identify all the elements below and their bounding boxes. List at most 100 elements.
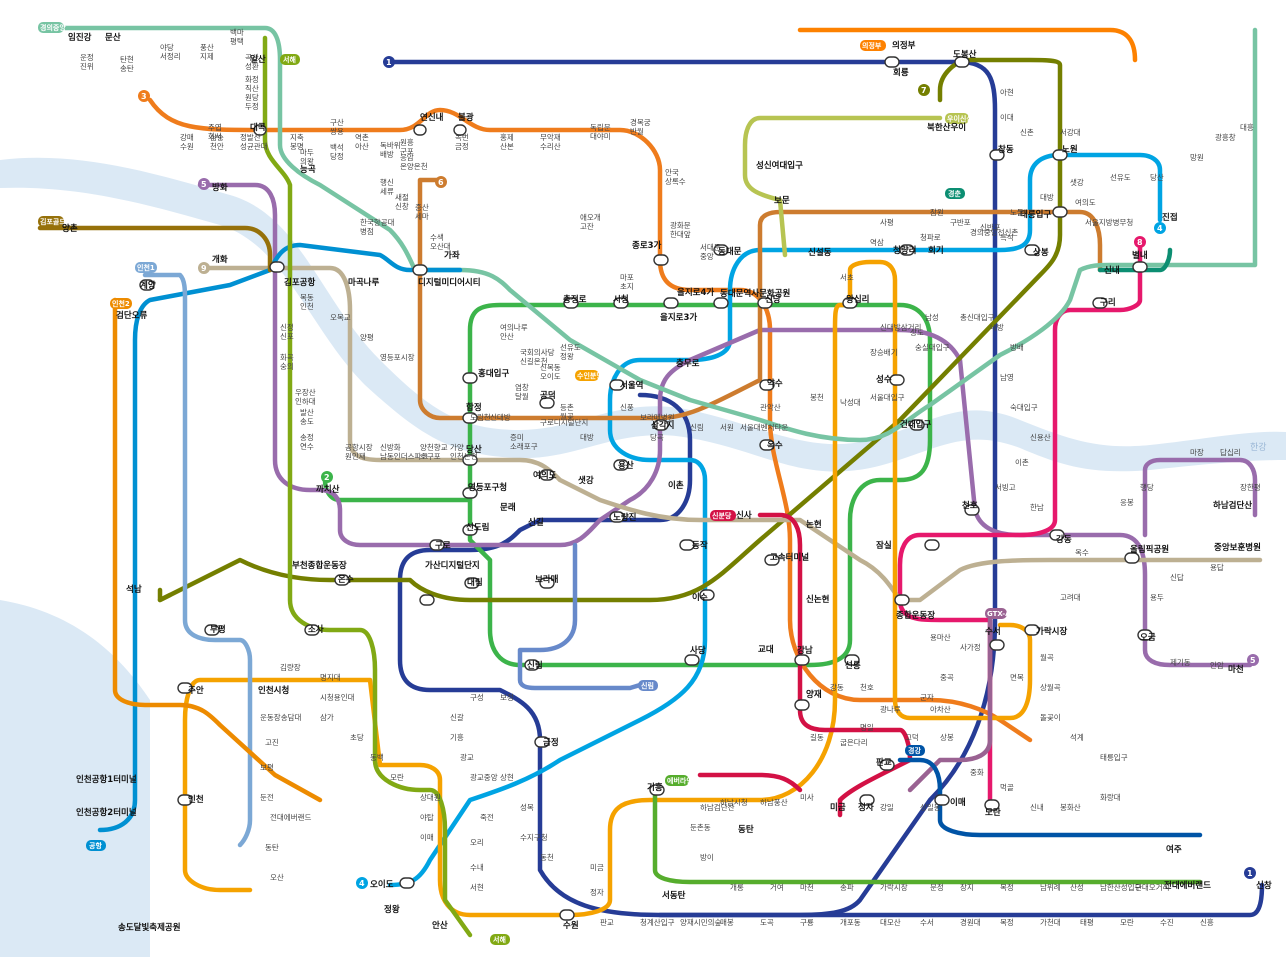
minor-station-label[interactable]: 화곡 — [280, 353, 294, 362]
label-migeum[interactable]: 미금 — [830, 802, 846, 813]
label-moran[interactable]: 모란 — [985, 807, 1001, 818]
minor-station-label[interactable]: 서강대 — [1060, 127, 1081, 137]
label-kkachisan[interactable]: 까치산 — [316, 484, 340, 495]
label-incheon-city-hall[interactable]: 인천시청 — [258, 685, 289, 696]
minor-station-label[interactable]: 초당 — [350, 732, 364, 742]
station-seongsu[interactable] — [889, 374, 905, 386]
minor-station-label[interactable]: 신대방삼거리 — [880, 322, 921, 332]
line-1-south[interactable] — [657, 882, 1265, 918]
station-guri[interactable] — [1092, 297, 1108, 309]
minor-station-label[interactable]: 명일 — [860, 722, 874, 732]
minor-station-label[interactable]: 남성 — [925, 313, 939, 322]
minor-station-label[interactable]: 서울지방병무청 — [1085, 217, 1133, 227]
label-noryangjin[interactable]: 노량진 — [613, 512, 637, 523]
minor-station-label[interactable]: 당곡 — [650, 432, 664, 442]
label-munsan[interactable]: 문산 — [105, 32, 121, 43]
minor-station-label[interactable]: 단대오거리 — [1135, 882, 1170, 892]
minor-station-label[interactable]: 태릉입구 — [1100, 753, 1128, 762]
minor-station-label[interactable]: 구반포 — [950, 218, 971, 227]
minor-station-label[interactable]: 역삼 — [870, 237, 884, 247]
station-guro[interactable] — [429, 539, 445, 551]
minor-station-label[interactable]: 사평 — [880, 217, 894, 227]
minor-station-label[interactable]: 평택 — [230, 36, 244, 46]
station-suwon[interactable] — [559, 909, 575, 921]
minor-station-label[interactable]: 고진 — [265, 737, 279, 747]
minor-station-label[interactable]: 복정 — [1000, 917, 1014, 927]
station-boramae[interactable] — [539, 577, 555, 589]
label-jeongja[interactable]: 정자 — [858, 802, 874, 813]
minor-station-label[interactable]: 국회의사당 — [520, 347, 555, 357]
minor-station-label[interactable]: 아산 — [355, 141, 369, 151]
minor-station-label[interactable]: 보라매병원 — [640, 413, 675, 422]
label-jeongwang[interactable]: 정왕 — [384, 904, 400, 915]
station-nowon[interactable] — [1052, 149, 1068, 161]
minor-station-label[interactable]: 마장 — [1190, 447, 1204, 457]
minor-station-label[interactable]: 둔전 — [260, 792, 274, 802]
station-dobongsan[interactable] — [954, 56, 970, 68]
minor-station-label[interactable]: 남영 — [1000, 372, 1014, 382]
minor-station-label[interactable]: 성균관대 — [240, 141, 268, 151]
minor-station-label[interactable]: 하남검단산 — [700, 802, 735, 812]
minor-station-label[interactable]: 신내 — [1030, 803, 1044, 812]
line-gtx[interactable] — [907, 617, 993, 793]
minor-station-label[interactable]: 초지 — [620, 282, 634, 291]
station-imae[interactable] — [934, 794, 950, 806]
station-jeongja[interactable] — [859, 794, 875, 806]
minor-station-label[interactable]: 신풍 — [620, 403, 634, 412]
label-euljiro3ga[interactable]: 을지로3가 — [660, 312, 697, 323]
label-sinnae[interactable]: 신내 — [1104, 265, 1120, 276]
minor-station-label[interactable]: 오산대 — [430, 241, 451, 251]
minor-station-label[interactable]: 낙성대 — [840, 397, 861, 407]
minor-station-label[interactable]: 탄현 — [120, 54, 134, 64]
station-oido[interactable] — [399, 877, 415, 889]
minor-station-label[interactable]: 인천 — [300, 301, 314, 311]
station-gangdong[interactable] — [1049, 529, 1065, 541]
label-geumjeong[interactable]: 금정 — [543, 737, 559, 748]
minor-station-label[interactable]: 대야미 — [590, 131, 611, 141]
minor-station-label[interactable]: 숭의 — [280, 361, 294, 371]
minor-station-label[interactable]: 서원 — [720, 423, 734, 432]
minor-station-label[interactable]: 정발산 — [240, 132, 261, 142]
label-sports-complex[interactable]: 종합운동장 — [896, 610, 935, 621]
station-gimpo-airport[interactable] — [269, 261, 285, 273]
minor-station-label[interactable]: 화서 — [208, 132, 222, 141]
minor-station-label[interactable]: 마두 — [300, 148, 314, 157]
line-gyeongchun[interactable] — [1097, 247, 1173, 273]
minor-station-label[interactable]: 흑석 — [1000, 232, 1014, 242]
station-yangjae[interactable] — [794, 699, 810, 711]
minor-station-label[interactable]: 신정 — [280, 322, 294, 332]
minor-station-label[interactable]: 서대문 — [700, 243, 721, 252]
minor-station-label[interactable]: 송정 — [300, 432, 314, 442]
minor-station-label[interactable]: 오목교 — [330, 313, 351, 322]
minor-station-label[interactable]: 양평 — [360, 332, 374, 342]
station-bupyeong[interactable] — [204, 624, 220, 636]
station-ogeum[interactable] — [1137, 629, 1153, 641]
label-bukhansan[interactable]: 북한산우이 — [927, 122, 966, 133]
label-airport2[interactable]: 인천공항2터미널 — [76, 807, 137, 818]
station-yeouido[interactable] — [539, 469, 555, 481]
minor-station-label[interactable]: 구산 — [330, 117, 344, 127]
minor-station-label[interactable]: 행당 — [1140, 482, 1154, 492]
minor-station-label[interactable]: 매봉 — [720, 918, 734, 927]
label-jongno3ga[interactable]: 종로3가 — [632, 240, 662, 251]
label-express-terminal[interactable]: 고속터미널 — [770, 552, 809, 563]
minor-station-label[interactable]: 신촌 — [1020, 128, 1034, 137]
minor-station-label[interactable]: 모란 — [390, 772, 404, 782]
minor-station-label[interactable]: 용마산 — [930, 632, 951, 642]
line-shinbundang-ext[interactable] — [697, 772, 803, 793]
minor-station-label[interactable]: 구룡 — [800, 918, 814, 927]
minor-station-label[interactable]: 이촌 — [1015, 457, 1029, 467]
minor-station-label[interactable]: 동탄 — [265, 842, 279, 852]
minor-station-label[interactable]: 산성 — [1070, 882, 1084, 892]
label-gimpo-airport[interactable]: 김포공항 — [284, 277, 315, 288]
label-chungmuro[interactable]: 충무로 — [676, 358, 700, 369]
line-5-hanam[interactable] — [1142, 457, 1258, 538]
minor-station-label[interactable]: 안산 — [500, 331, 514, 341]
station-city-hall[interactable] — [613, 297, 629, 309]
station-daegok[interactable] — [253, 124, 267, 136]
label-seolleung[interactable]: 선릉 — [845, 660, 861, 671]
station-bulgwang[interactable] — [453, 124, 467, 136]
label-chungjeongno[interactable]: 충정로 — [563, 294, 587, 305]
minor-station-label[interactable]: 미사 — [800, 793, 814, 802]
label-yaksu[interactable]: 약수 — [767, 378, 783, 389]
